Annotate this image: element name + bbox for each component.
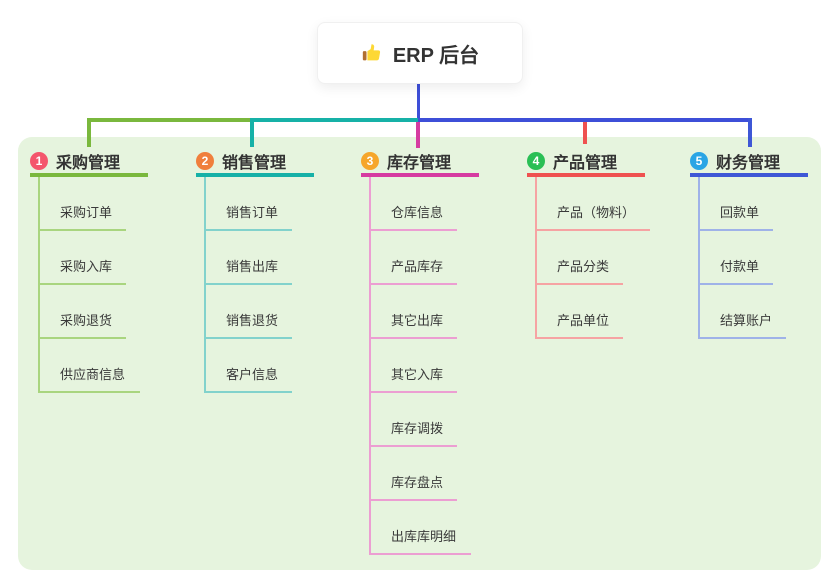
child-node[interactable]: 采购入库 xyxy=(40,231,126,285)
branch-node-4[interactable]: 4 产品管理 xyxy=(527,148,645,177)
branch-children: 仓库信息产品库存其它出库其它入库库存调拨库存盘点出库库明细 xyxy=(369,177,479,555)
child-node[interactable]: 其它入库 xyxy=(371,339,457,393)
thumbs-up-icon xyxy=(361,42,383,64)
child-node-label: 产品（物料） xyxy=(557,205,636,220)
child-node[interactable]: 回款单 xyxy=(700,177,773,231)
branch-children: 回款单付款单结算账户 xyxy=(698,177,808,339)
branch-node-2[interactable]: 2 销售管理 xyxy=(196,148,314,177)
root-stem-line xyxy=(417,82,420,119)
branch-2-drop-line xyxy=(250,118,254,147)
branch-1-horizontal-line xyxy=(87,118,252,122)
child-node[interactable]: 客户信息 xyxy=(206,339,292,393)
branch-title-label: 产品管理 xyxy=(553,154,618,172)
branch-children: 产品（物料） 产品分类产品单位 xyxy=(535,177,650,339)
branch-title-label: 销售管理 xyxy=(222,154,287,172)
branch-children: 采购订单采购入库采购退货供应商信息 xyxy=(38,177,148,393)
child-node[interactable]: 付款单 xyxy=(700,231,773,285)
root-title: ERP 后台 xyxy=(392,44,480,67)
branch-children: 销售订单销售出库销售退货客户信息 xyxy=(204,177,314,393)
branch-1-drop-line xyxy=(87,118,91,147)
child-node-label: 出库库明细 xyxy=(391,529,457,544)
child-node-label: 采购订单 xyxy=(60,205,113,220)
branch-4-drop-line xyxy=(583,122,587,144)
branch-column-5: 5 财务管理 回款单付款单结算账户 xyxy=(690,148,808,339)
branch-5-drop-line xyxy=(748,118,752,147)
child-node[interactable]: 销售订单 xyxy=(206,177,292,231)
child-node[interactable]: 供应商信息 xyxy=(40,339,140,393)
child-node-label: 回款单 xyxy=(720,205,760,220)
branch-title-label: 库存管理 xyxy=(387,154,452,172)
branch-5-horizontal-line xyxy=(418,118,752,122)
child-node[interactable]: 采购退货 xyxy=(40,285,126,339)
child-node-label: 结算账户 xyxy=(720,313,773,328)
branch-node-5[interactable]: 5 财务管理 xyxy=(690,148,808,177)
child-node[interactable]: 采购订单 xyxy=(40,177,126,231)
child-node[interactable]: 出库库明细 xyxy=(371,501,471,555)
branch-2-horizontal-line xyxy=(252,118,418,122)
child-node[interactable]: 产品库存 xyxy=(371,231,457,285)
branch-node-1[interactable]: 1 采购管理 xyxy=(30,148,148,177)
child-node-label: 产品单位 xyxy=(557,313,610,328)
branches-panel xyxy=(18,137,821,570)
child-node-label: 产品分类 xyxy=(557,259,610,274)
child-node-label: 产品库存 xyxy=(391,259,444,274)
child-node[interactable]: 库存盘点 xyxy=(371,447,457,501)
child-node-label: 销售退货 xyxy=(226,313,279,328)
branch-number-badge: 1 xyxy=(30,151,48,170)
child-node[interactable]: 销售退货 xyxy=(206,285,292,339)
branch-3-drop-line xyxy=(416,122,420,148)
child-node[interactable]: 产品分类 xyxy=(537,231,623,285)
branch-column-4: 4 产品管理 产品（物料） 产品分类产品单位 xyxy=(527,148,650,339)
child-node-label: 其它出库 xyxy=(391,313,444,328)
child-node[interactable]: 产品单位 xyxy=(537,285,623,339)
child-node-label: 采购退货 xyxy=(60,313,113,328)
child-node-label: 采购入库 xyxy=(60,259,113,274)
branch-column-2: 2 销售管理 销售订单销售出库销售退货客户信息 xyxy=(196,148,314,393)
child-node[interactable]: 库存调拨 xyxy=(371,393,457,447)
branch-node-3[interactable]: 3 库存管理 xyxy=(361,148,479,177)
child-node[interactable]: 仓库信息 xyxy=(371,177,457,231)
child-node-label: 仓库信息 xyxy=(391,205,444,220)
branch-number-badge: 2 xyxy=(196,151,214,170)
child-node-label: 其它入库 xyxy=(391,367,444,382)
branch-title-label: 采购管理 xyxy=(56,154,121,172)
branch-number-badge: 5 xyxy=(690,151,708,170)
branch-number-badge: 4 xyxy=(527,151,545,170)
child-node-label: 销售订单 xyxy=(226,205,279,220)
child-node-label: 客户信息 xyxy=(226,367,279,382)
child-node[interactable]: 结算账户 xyxy=(700,285,786,339)
branch-column-3: 3 库存管理 仓库信息产品库存其它出库其它入库库存调拨库存盘点出库库明细 xyxy=(361,148,479,555)
child-node[interactable]: 销售出库 xyxy=(206,231,292,285)
child-node-label: 付款单 xyxy=(720,259,760,274)
branch-number-badge: 3 xyxy=(361,151,379,170)
branch-title-label: 财务管理 xyxy=(716,154,781,172)
child-node[interactable]: 其它出库 xyxy=(371,285,457,339)
child-node-label: 库存调拨 xyxy=(391,421,444,436)
child-node-label: 库存盘点 xyxy=(391,475,444,490)
child-node[interactable]: 产品（物料） xyxy=(537,177,650,231)
branch-column-1: 1 采购管理 采购订单采购入库采购退货供应商信息 xyxy=(30,148,148,393)
child-node-label: 供应商信息 xyxy=(60,367,126,382)
child-node-label: 销售出库 xyxy=(226,259,279,274)
root-node[interactable]: ERP 后台 xyxy=(317,22,523,84)
